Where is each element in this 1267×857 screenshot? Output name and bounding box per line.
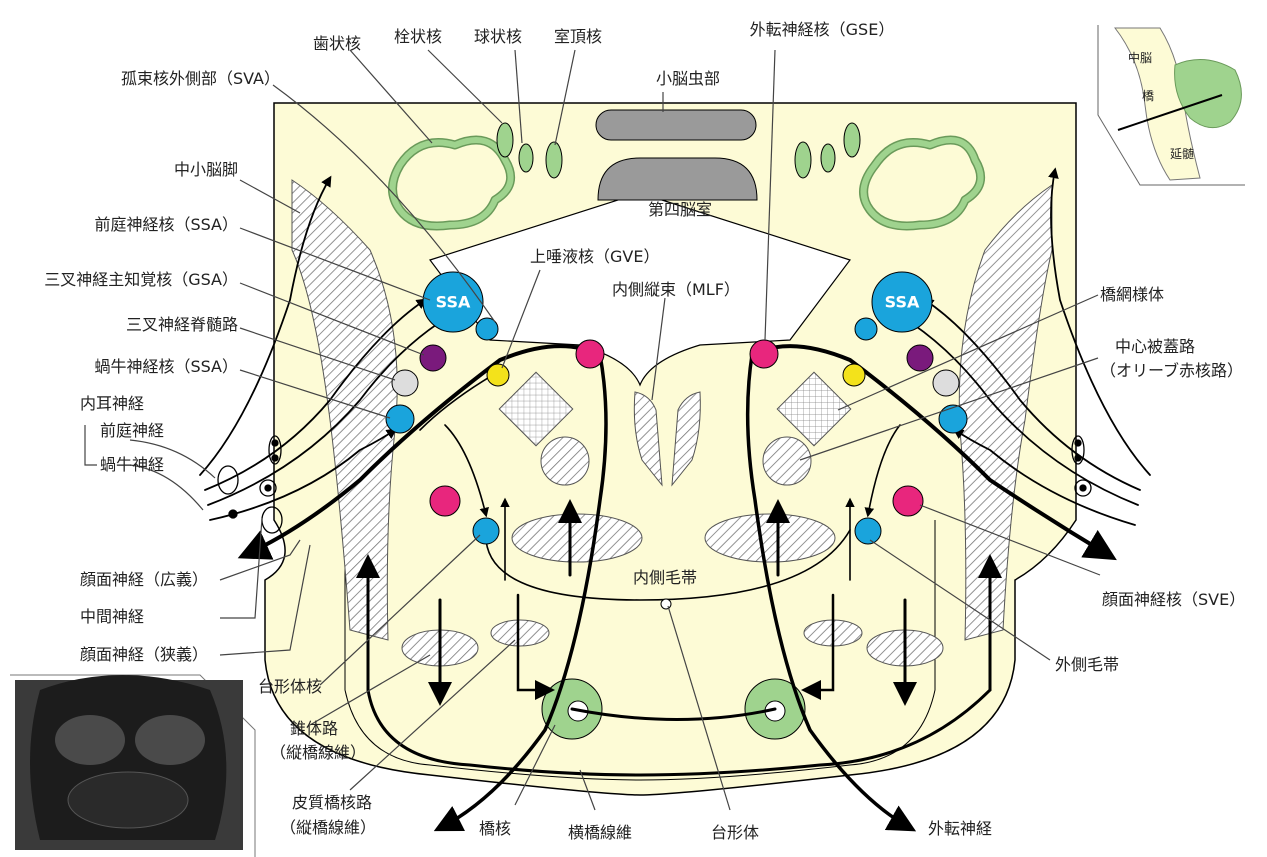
reticular-formation-left [498, 371, 574, 447]
label-pontine-nuclei: 橋核 [479, 819, 511, 838]
trigeminal-principal-nucleus-left [419, 344, 447, 372]
label-solitary-lateral: 孤束核外側部（SVA） [121, 69, 280, 88]
fastigial-nucleus-left [545, 141, 563, 179]
label-trapezoid-body: 台形体 [711, 823, 759, 842]
label-cochlear-nuclei: 蝸牛神経核（SSA） [94, 357, 238, 376]
label-cochlear-nerve: 蝸牛神経 [100, 455, 164, 474]
fastigial-nucleus-right [794, 141, 812, 179]
label-fourth-ventricle: 第四脳室 [648, 200, 712, 219]
label-abducens-nerve: 外転神経 [928, 819, 992, 838]
facial-nucleus-right [892, 485, 924, 517]
central-tegmental-tract-right [762, 436, 812, 486]
emboliform-nucleus-right [843, 122, 861, 158]
central-tegmental-tract-left [540, 436, 590, 486]
label-central-tegmental-sub: （オリーブ赤核路） [1100, 361, 1243, 380]
emboliform-nucleus-left [496, 122, 514, 158]
inner-ear-nerve-symbols-right [1071, 435, 1092, 497]
label-inner-ear-nerve: 内耳神経 [80, 394, 144, 413]
trapezoid-body-marker [660, 598, 672, 610]
label-globose: 球状核 [474, 27, 522, 46]
label-dentate: 歯状核 [313, 34, 361, 53]
label-corticopontine: 皮質橋核路 [292, 793, 372, 812]
leader-lines [84, 49, 1101, 811]
fiber-tracts [199, 167, 1151, 832]
inset-medulla: 延髄 [1170, 146, 1194, 161]
label-abducens-nucleus: 外転神経核（GSE） [750, 20, 895, 39]
inner-ear-nerve-symbols-left [217, 435, 283, 534]
label-trigeminal-spinal: 三叉神経脊髄路 [126, 315, 238, 334]
label-vermis: 小脳虫部 [656, 69, 720, 88]
label-trapezoid-nucleus: 台形体核 [258, 677, 322, 696]
inset-pons: 橋 [1142, 89, 1154, 103]
facial-nucleus-left [429, 485, 461, 517]
middle-cerebellar-peduncle-right [958, 184, 1053, 641]
cochlear-nucleus-left [385, 404, 415, 434]
label-corticopontine-sub: （縦橋線維） [280, 818, 376, 837]
ssa-label-left: SSA [436, 293, 471, 312]
vermis-lower [597, 157, 758, 201]
globose-nucleus-left [518, 143, 534, 173]
vestibular-nucleus-right [871, 271, 933, 333]
label-facial-broad: 顔面神経（広義） [80, 570, 208, 589]
label-trigeminal-principal: 三叉神経主知覚核（GSA） [44, 270, 238, 289]
label-reticular: 橋網様体 [1100, 285, 1164, 304]
pons-basis-outline [344, 520, 936, 781]
label-mlf: 内側縦束（MLF） [612, 280, 740, 299]
medial-lemniscus-right [704, 513, 836, 563]
corticopontine-tract-left [490, 619, 550, 647]
superior-salivatory-nucleus-left [486, 363, 510, 387]
label-middle-cerebellar-peduncle: 中小脳脚 [174, 160, 238, 179]
dentate-nucleus-left-inner [389, 137, 514, 229]
vermis-bar [595, 109, 757, 141]
reticular-formation-right [776, 371, 852, 447]
trapezoid-nucleus-left [472, 517, 500, 545]
medial-lemniscus-left [511, 513, 643, 563]
mlf-right [671, 391, 701, 487]
label-emboliform: 栓状核 [394, 27, 442, 46]
label-sup-salivatory: 上唾液核（GVE） [530, 247, 659, 266]
label-transverse-fibers: 横橋線維 [568, 823, 632, 842]
mlf-left [633, 391, 663, 487]
section-photo-inset [10, 674, 256, 857]
label-lateral-lemniscus: 外側毛帯 [1055, 655, 1119, 674]
vestibular-nucleus-left [422, 271, 484, 333]
cochlear-nucleus-right [938, 404, 968, 434]
label-facial-nucleus: 顔面神経核（SVE） [1102, 590, 1245, 609]
globose-nucleus-right [820, 143, 836, 173]
label-vestibular-nerve: 前庭神経 [100, 421, 164, 440]
solitary-nucleus-right [854, 317, 878, 341]
trapezoid-nucleus-right [854, 517, 882, 545]
abducens-nucleus-left [575, 339, 605, 369]
trigeminal-spinal-tract-right [932, 369, 960, 397]
superior-salivatory-nucleus-right [842, 363, 866, 387]
label-intermediate-nerve: 中間神経 [80, 607, 144, 626]
dentate-nucleus-right-inner [860, 137, 984, 229]
inset-midbrain: 中脳 [1128, 50, 1152, 65]
inset-brainstem: 中脳 橋 延髄 [1097, 25, 1245, 186]
inset-section-line [1117, 94, 1223, 131]
label-pyramidal-tract: 錐体路 [290, 719, 338, 738]
middle-cerebellar-peduncle-left [291, 179, 398, 641]
label-pyramidal-tract-sub: （縦橋線維） [270, 743, 366, 762]
label-vestibular-nuclei: 前庭神経核（SSA） [94, 215, 238, 234]
label-central-tegmental: 中心被蓋路 [1115, 337, 1195, 356]
trigeminal-spinal-tract-left [391, 369, 419, 397]
inset-cerebellum [1174, 59, 1242, 129]
label-medial-lemniscus: 内側毛帯 [633, 568, 697, 587]
label-fastigial: 室頂核 [554, 27, 602, 46]
ssa-label-right: SSA [885, 293, 920, 312]
label-facial-narrow: 顔面神経（狭義） [80, 645, 208, 664]
trigeminal-principal-nucleus-right [906, 344, 934, 372]
solitary-nucleus-left [475, 317, 499, 341]
abducens-nucleus-right [749, 339, 779, 369]
